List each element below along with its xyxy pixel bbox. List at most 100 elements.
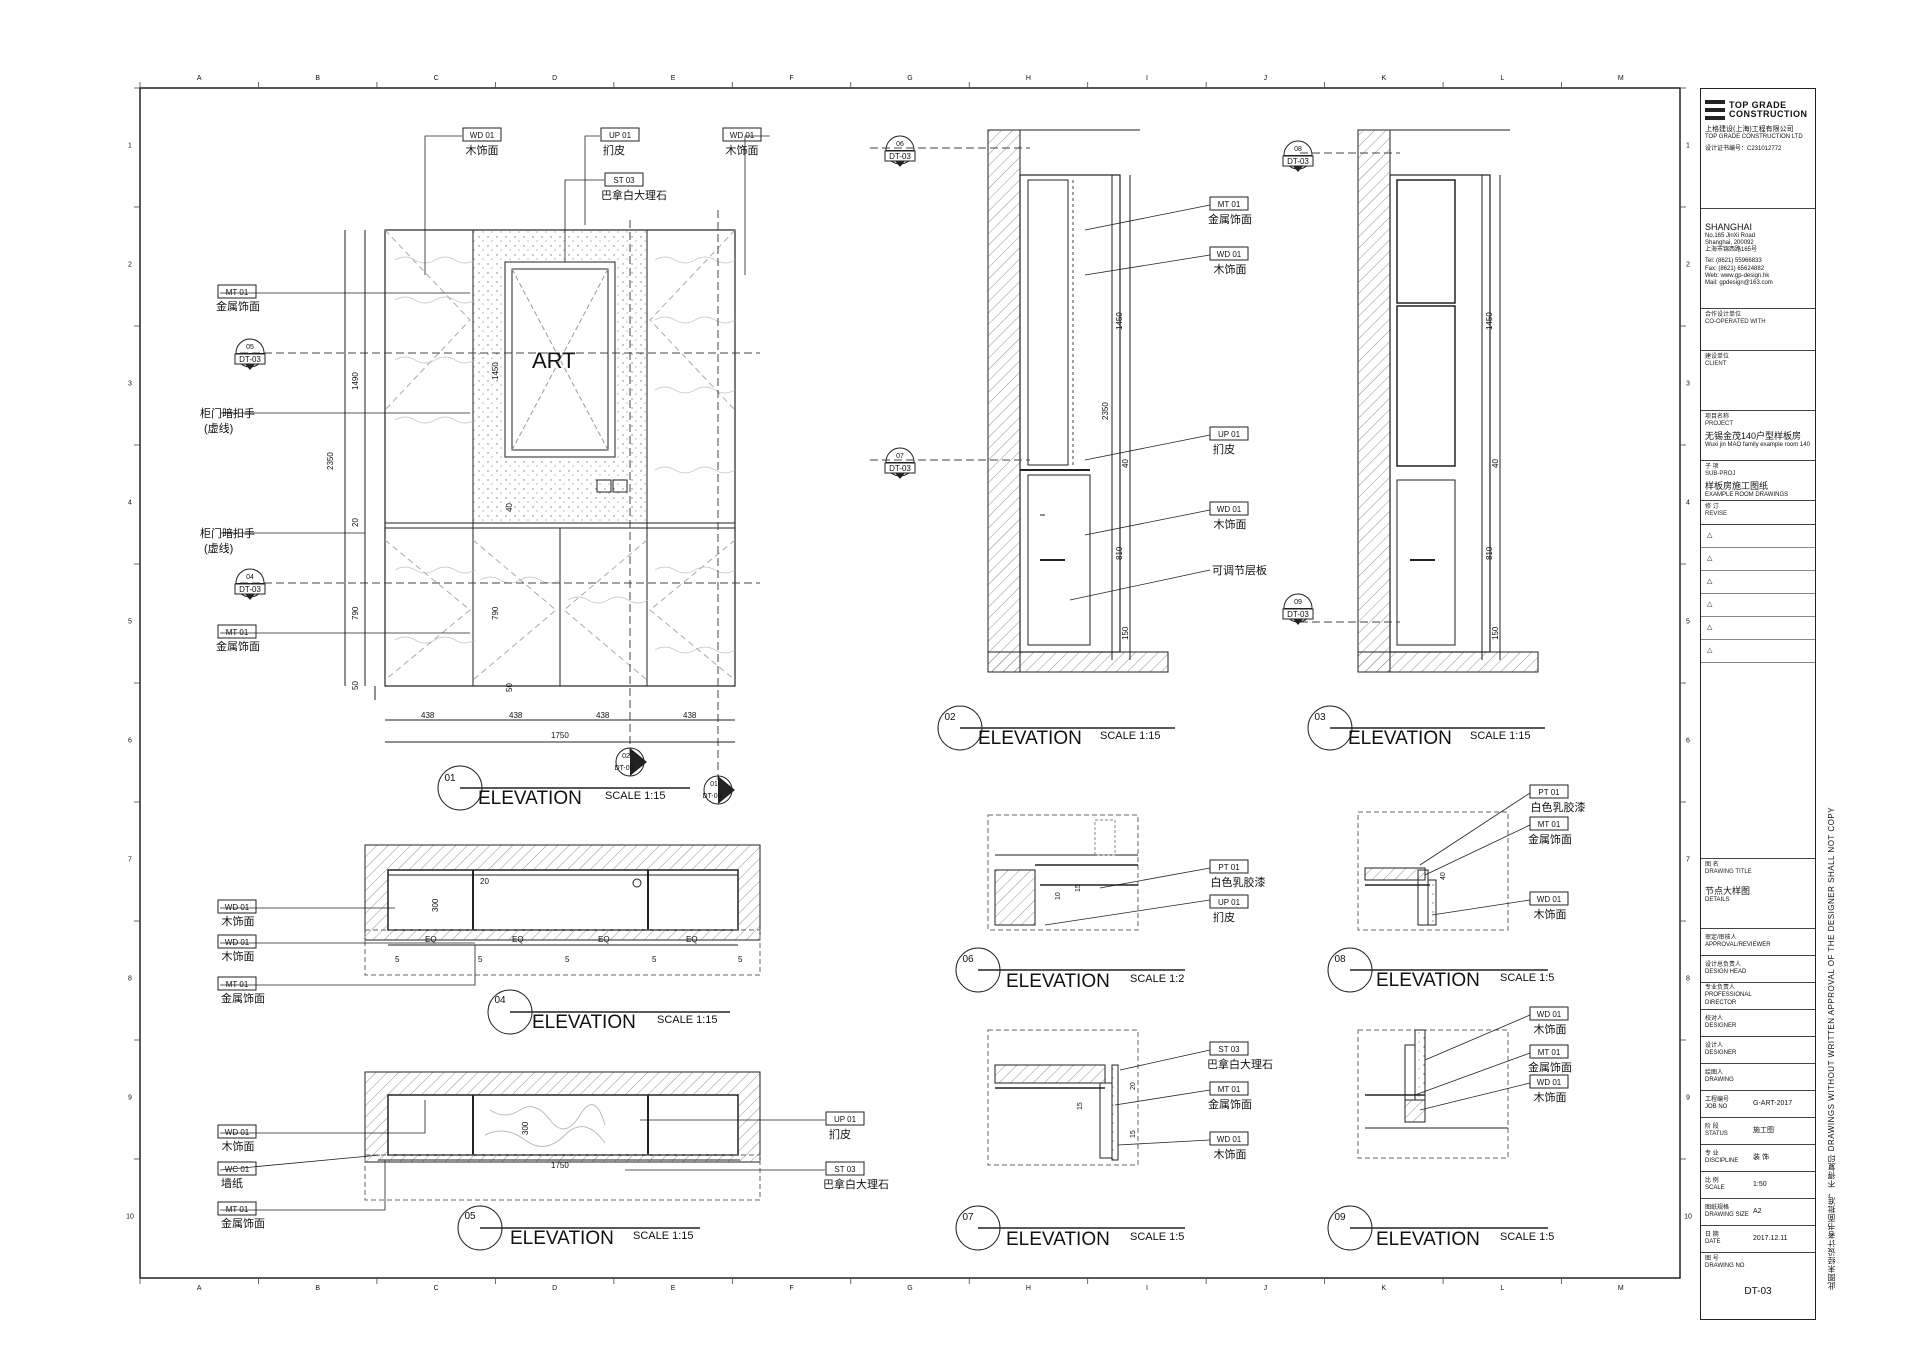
- tel: Tel: (8621) 55966833: [1705, 258, 1762, 265]
- svg-text:10: 10: [1055, 892, 1062, 900]
- tags-04: WD 01 木饰面 WD 01 木饰面 MT 01 金属饰面: [217, 899, 265, 1005]
- svg-text:WD 01: WD 01: [1217, 250, 1242, 259]
- leaders-01: [220, 135, 770, 634]
- tags-01: WD 01 木饰面 UP 01 扪皮 WD 01 木饰面 ST 03 巴拿白大理…: [200, 127, 762, 653]
- svg-text:(虚线): (虚线): [204, 421, 233, 435]
- revision-row-5: △: [1701, 617, 1815, 640]
- dims-06: 10 15: [1055, 884, 1082, 900]
- svg-text:金属饰面: 金属饰面: [1208, 212, 1252, 226]
- svg-text:扪皮: 扪皮: [1213, 442, 1235, 456]
- dims-03: 1450 40 810 150: [1485, 312, 1500, 640]
- project-name-en: Wuxi jin MAO family example room 140: [1705, 442, 1810, 449]
- leaders-08: [1419, 792, 1531, 916]
- svg-text:扪皮: 扪皮: [603, 143, 625, 157]
- grid-col-label: G: [907, 1285, 912, 1292]
- view-02-number: 02: [944, 712, 956, 723]
- svg-text:20: 20: [480, 877, 489, 886]
- grid-col-label: B: [315, 1285, 320, 1292]
- svg-text:MT 01: MT 01: [1218, 200, 1241, 209]
- revision-row-3: △: [1701, 571, 1815, 594]
- svg-text:2350: 2350: [1101, 402, 1110, 420]
- svg-text:07: 07: [896, 453, 904, 460]
- view-04-number: 04: [494, 995, 506, 1006]
- svg-text:EQ: EQ: [425, 935, 437, 944]
- tags-05: WD 01 木饰面 WC 01 墙纸 MT 01 金属饰面 UP 01 扪皮 S…: [217, 1111, 889, 1230]
- view-06-title: ELEVATION: [1006, 971, 1110, 992]
- blank-block: [1701, 663, 1815, 859]
- svg-text:1450: 1450: [1485, 312, 1494, 330]
- grid-col-label: A: [197, 1285, 202, 1292]
- svg-text:5: 5: [565, 955, 570, 964]
- mail: Mail: gpdesign@163.com: [1705, 279, 1773, 286]
- svg-text:UP 01: UP 01: [609, 131, 632, 140]
- svg-text:438: 438: [683, 711, 697, 720]
- view-08-scale: SCALE 1:5: [1500, 972, 1554, 984]
- project-name: 无锡金茂140户型样板房: [1705, 431, 1802, 442]
- address-3: 上海市锦西路165号: [1705, 247, 1758, 254]
- grid-row-label: 7: [128, 857, 132, 864]
- svg-text:PT 01: PT 01: [1538, 788, 1560, 797]
- svg-text:MT 01: MT 01: [226, 1205, 249, 1214]
- company-logo-icon: [1705, 100, 1725, 120]
- view-01-scale: SCALE 1:15: [605, 790, 666, 802]
- grid-col-label: H: [1026, 1285, 1031, 1292]
- leaders-07: [1114, 1049, 1211, 1146]
- svg-text:5: 5: [738, 955, 743, 964]
- svg-text:金属饰面: 金属饰面: [216, 299, 260, 313]
- drawer-row: 绘图人 DRAWING: [1701, 1064, 1815, 1091]
- web: Web: www.gp-design.hk: [1705, 272, 1770, 279]
- view-03-scale: SCALE 1:15: [1470, 730, 1531, 742]
- svg-text:木饰面: 木饰面: [1534, 907, 1567, 921]
- leaders-04: [220, 907, 476, 986]
- svg-text:木饰面: 木饰面: [222, 949, 255, 963]
- grid-row-label: 10: [1684, 1214, 1692, 1221]
- svg-text:木饰面: 木饰面: [1214, 262, 1247, 276]
- svg-text:WD 01: WD 01: [225, 938, 250, 947]
- dims-02: 1450 2350 40 810 150: [1101, 312, 1130, 640]
- elevation-09: [1327, 1029, 1548, 1251]
- svg-text:20: 20: [1130, 1082, 1137, 1090]
- view-03-number: 03: [1314, 712, 1326, 723]
- grid-row-label: 2: [1686, 262, 1690, 269]
- svg-text:DT-03: DT-03: [614, 765, 633, 772]
- svg-text:5: 5: [395, 955, 400, 964]
- revision-row-2: △: [1701, 548, 1815, 571]
- grid-col-label: I: [1146, 75, 1148, 82]
- svg-text:UP 01: UP 01: [834, 1115, 857, 1124]
- grid-row-label: 7: [1686, 857, 1690, 864]
- contact-block: SHANGHAI No.165 JinXi Road Shanghai, 200…: [1701, 209, 1815, 309]
- grid-col-label: I: [1146, 1285, 1148, 1292]
- svg-text:EQ: EQ: [598, 935, 610, 944]
- svg-text:DT-03: DT-03: [702, 793, 721, 800]
- grid-col-label: C: [434, 1285, 439, 1292]
- svg-text:(虚线): (虚线): [204, 541, 233, 555]
- svg-text:08: 08: [1294, 146, 1302, 153]
- grid-row-label: 2: [128, 262, 132, 269]
- grid-row-label: 9: [128, 1095, 132, 1102]
- section-markers-03: 08 DT-03 09 DT-03: [1282, 140, 1314, 625]
- city: SHANGHAI: [1705, 222, 1753, 232]
- license-number: 设计证书编号：C231012772: [1705, 145, 1782, 152]
- svg-text:438: 438: [596, 711, 610, 720]
- section-markers-01: 05 DT-03 04 DT-03 02 DT-03 01 DT-03: [234, 338, 735, 805]
- svg-text:1750: 1750: [551, 1161, 569, 1170]
- svg-text:02: 02: [622, 753, 630, 760]
- svg-text:ST 03: ST 03: [834, 1165, 856, 1174]
- view-06-number: 06: [962, 954, 974, 965]
- svg-text:MT 01: MT 01: [1538, 1048, 1561, 1057]
- view-09-scale: SCALE 1:5: [1500, 1231, 1554, 1243]
- svg-text:金属饰面: 金属饰面: [221, 1216, 265, 1230]
- grid-row-label: 1: [128, 143, 132, 150]
- grid-row-label: 3: [128, 381, 132, 388]
- view-05-scale: SCALE 1:15: [633, 1230, 694, 1242]
- grid-row-label: 1: [1686, 143, 1690, 150]
